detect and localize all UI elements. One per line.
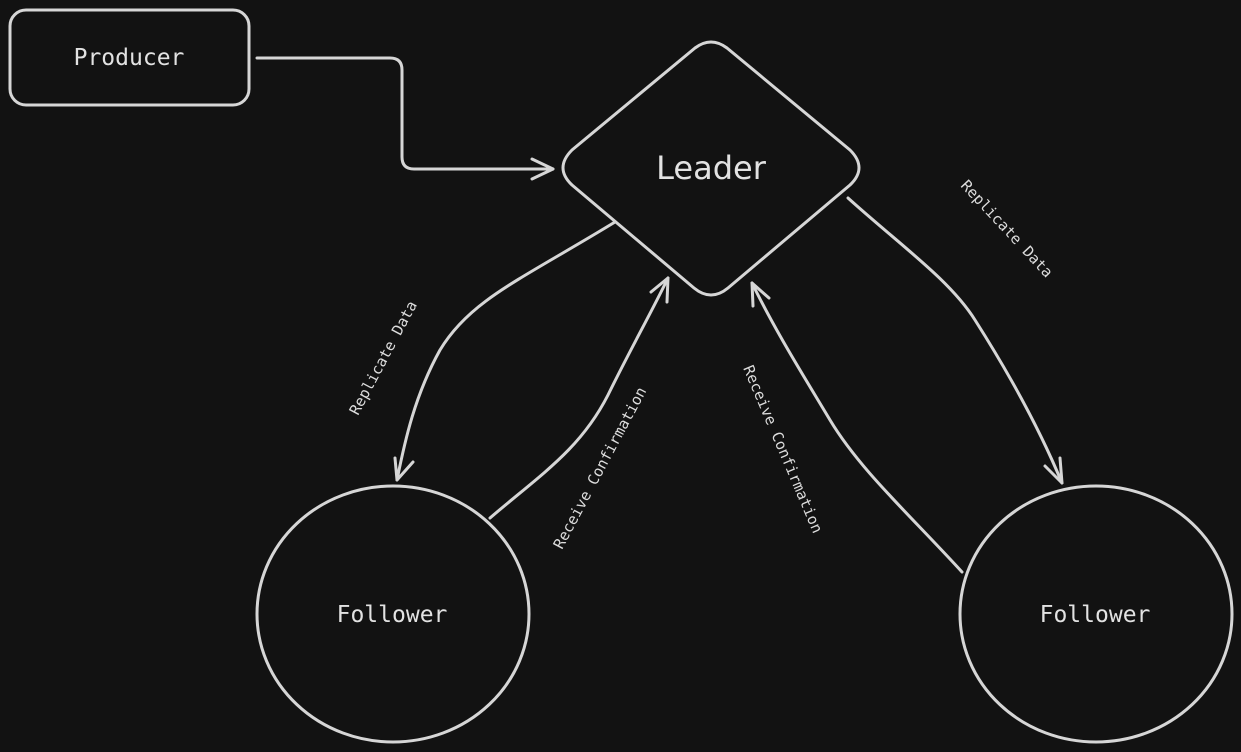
edge-follower-left-to-leader-line <box>488 276 670 520</box>
follower-left-label: Follower <box>337 602 448 628</box>
edge-label-replicate-data-left: Replicate Data <box>346 298 421 418</box>
edge-producer-to-leader[interactable] <box>255 56 555 181</box>
producer-label: Producer <box>74 45 185 71</box>
follower-right-label: Follower <box>1040 602 1151 628</box>
follower-right-node[interactable]: Follower <box>958 484 1234 744</box>
arrowhead-icon <box>1043 456 1064 485</box>
follower-left-ellipse <box>255 484 531 744</box>
arrowhead-icon <box>530 157 555 181</box>
edge-follower-right-to-leader[interactable]: Receive Confirmation <box>739 281 964 574</box>
producer-node[interactable]: Producer <box>8 8 251 107</box>
leader-diamond <box>561 40 861 297</box>
leader-node[interactable]: Leader <box>561 40 861 297</box>
edge-label-receive-confirmation-right: Receive Confirmation <box>739 363 826 536</box>
follower-right-ellipse <box>958 484 1234 744</box>
arrowhead-icon <box>750 281 771 308</box>
edge-follower-left-to-leader[interactable]: Receive Confirmation <box>488 276 670 552</box>
edge-leader-to-follower-right[interactable]: Replicate Data <box>846 176 1064 485</box>
leader-label: Leader <box>656 149 767 187</box>
arrowhead-icon <box>649 276 670 304</box>
edge-leader-to-follower-right-line <box>846 196 1064 485</box>
producer-box <box>8 8 251 107</box>
edge-follower-right-to-leader-line <box>750 281 964 574</box>
edge-label-replicate-data-right: Replicate Data <box>957 176 1056 281</box>
arrowhead-icon <box>393 456 415 482</box>
edge-leader-to-follower-left-line <box>395 220 617 482</box>
follower-left-node[interactable]: Follower <box>255 484 531 744</box>
edge-producer-to-leader-line <box>255 56 555 171</box>
